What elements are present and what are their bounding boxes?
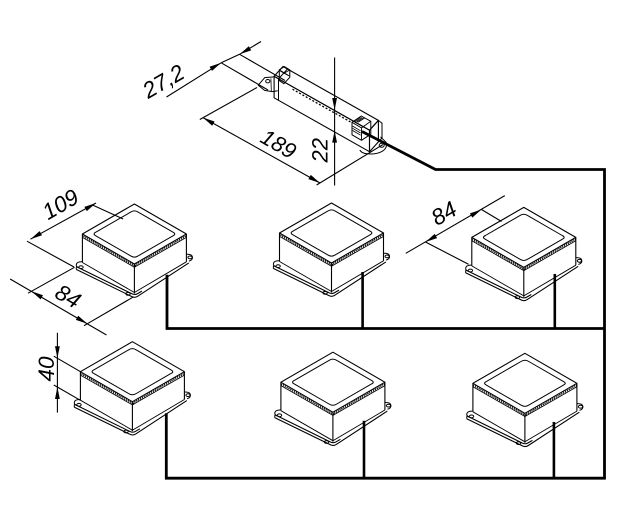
svg-text:22: 22 — [308, 138, 333, 163]
svg-text:40: 40 — [34, 356, 59, 382]
